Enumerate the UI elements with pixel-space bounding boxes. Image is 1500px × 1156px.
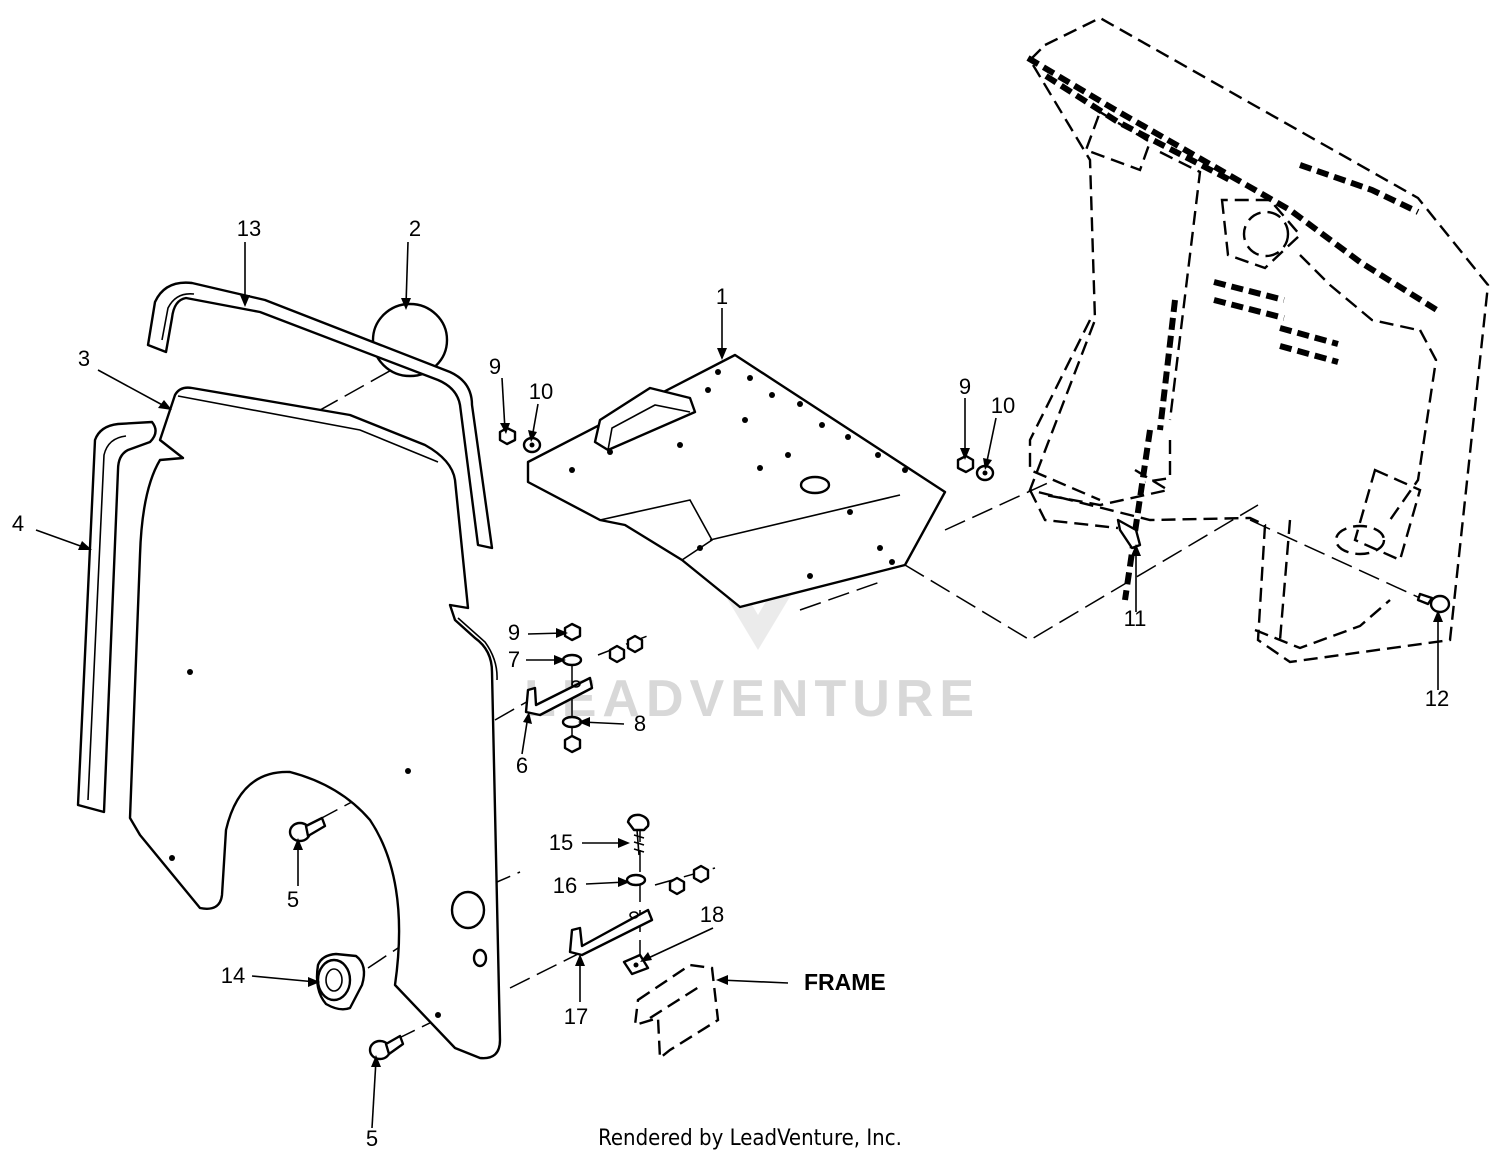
callout-11: 11 [1124,606,1147,631]
callout-10-left: 10 [529,379,553,404]
callout-18: 18 [700,902,724,927]
upper-bracket-assembly [524,622,644,754]
callout-9-right: 9 [959,374,971,399]
dash-panel-assembly [1026,16,1490,664]
callout-9-bracket: 9 [508,620,520,645]
callout-6: 6 [516,753,528,778]
screw-part-12 [1416,592,1451,614]
callout-16: 16 [553,873,577,898]
rendered-by-footer: Rendered by LeadVenture, Inc. [598,1126,902,1151]
callout-2: 2 [409,216,421,241]
screw-upper [288,816,327,843]
nut-washer-left [498,426,542,454]
callout-13: 13 [237,216,261,241]
lower-bracket-assembly [568,813,710,976]
grommet-part [315,952,366,1011]
frame-section [633,963,720,1061]
dash-panel [128,386,502,1060]
side-trim-molding [76,420,157,814]
callout-15: 15 [549,830,573,855]
watermark-text: LEADVENTURE [524,670,980,728]
callout-9-left: 9 [489,354,501,379]
callout-17: 17 [564,1004,588,1029]
callout-10-right: 10 [991,393,1015,418]
callout-5-upper: 5 [287,887,299,912]
callout-7: 7 [508,647,520,672]
callout-1: 1 [716,284,728,309]
frame-label: FRAME [804,969,886,995]
callout-8: 8 [634,711,646,736]
callout-4: 4 [12,511,24,536]
mounting-plate [526,353,947,609]
callout-3: 3 [78,346,90,371]
top-trim-molding [146,281,494,550]
callout-5-lower: 5 [366,1126,378,1151]
screw-lower [368,1034,405,1061]
callout-14: 14 [221,963,245,988]
callout-arrowheads [78,295,1443,1067]
callout-12: 12 [1425,686,1449,711]
callout-labels: 1 2 3 4 5 5 6 7 8 9 9 9 10 10 11 12 13 1… [12,216,1449,1151]
